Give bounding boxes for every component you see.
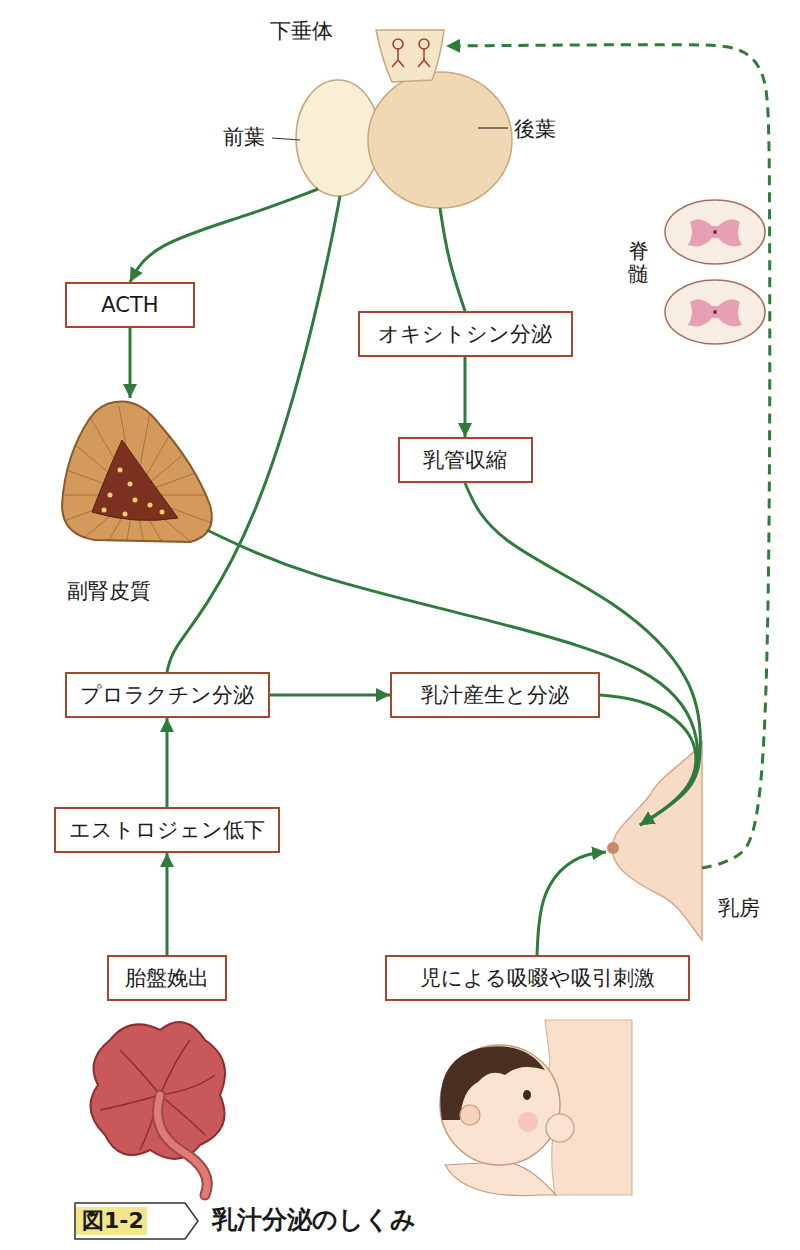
process-box: 乳管収縮 <box>398 437 533 483</box>
adrenal-illustration <box>123 512 128 517</box>
baby-illustration <box>440 1045 560 1165</box>
leader-line <box>478 127 508 128</box>
process-box: 胎盤娩出 <box>107 955 227 1001</box>
adrenal-illustration <box>108 493 113 498</box>
caption-holder: 乳汁分泌のしくみ <box>212 1204 416 1235</box>
figure-number: 図1-2 <box>82 1207 144 1235</box>
flow-arrow <box>207 530 697 825</box>
flow-arrow <box>537 852 606 955</box>
adrenal-illustration <box>128 482 133 487</box>
label-holder: 後葉 <box>514 116 556 142</box>
pituitary-illustration <box>419 39 429 49</box>
flow-arrow <box>465 483 700 825</box>
figure-number-badge <box>75 1203 198 1239</box>
part-label: 前葉 <box>223 124 265 150</box>
breast-illustration <box>607 742 702 940</box>
spinal-cord-illustration <box>713 310 717 314</box>
pituitary-illustration <box>392 49 430 67</box>
adrenal-figure: 副腎皮質 <box>55 398 220 608</box>
process-box: プロラクチン分泌 <box>65 672 270 718</box>
placenta-illustration <box>90 1022 225 1195</box>
box-text: 胎盤娩出 <box>125 965 209 991</box>
baby-illustration <box>460 1105 480 1125</box>
adrenal-illustration <box>102 508 107 513</box>
figure-number-badge <box>75 1207 147 1235</box>
baby-illustration <box>518 1112 538 1132</box>
adrenal-illustration <box>118 468 123 473</box>
adrenal-illustration <box>62 401 212 542</box>
breast-figure: 乳房 <box>600 740 702 940</box>
flow-arrow <box>130 189 318 282</box>
pituitary-illustration <box>393 39 403 49</box>
adrenal-illustration <box>92 440 178 520</box>
placenta-illustration <box>158 1095 208 1195</box>
figure-label: 下垂体 <box>270 18 333 44</box>
pituitary-illustration <box>376 30 444 82</box>
flow-arrow <box>600 695 696 825</box>
placenta-illustration <box>158 1095 208 1195</box>
adrenal-illustration <box>160 510 165 515</box>
flow-arrow <box>440 208 465 311</box>
box-text: ACTH <box>101 292 158 318</box>
pituitary-figure: 下垂体 <box>262 18 518 212</box>
part-label: 脊髄 <box>628 240 649 286</box>
leader-line <box>272 128 508 140</box>
label-holder: 前葉 <box>223 124 265 150</box>
breast-illustration <box>607 842 619 854</box>
box-text: 乳汁産生と分泌 <box>421 682 569 708</box>
label-holder: 脊髄 <box>628 240 649 286</box>
spinal-cord-illustration <box>665 200 765 344</box>
pituitary-illustration <box>368 72 512 208</box>
process-box: ACTH <box>65 282 195 328</box>
flow-arrow <box>166 718 169 807</box>
flow-arrow <box>270 694 391 697</box>
pituitary-illustration <box>296 30 512 208</box>
part-label: 後葉 <box>514 116 556 142</box>
leader-line <box>272 138 300 140</box>
flow-arrow <box>167 196 340 672</box>
flow-arrow <box>129 328 132 398</box>
box-text: エストロジェン低下 <box>69 817 265 843</box>
process-box: オキシトシン分泌 <box>358 311 573 357</box>
adrenal-illustration <box>133 498 138 503</box>
spinal-cord-illustration <box>713 230 717 234</box>
figure-number-badge <box>75 1203 198 1239</box>
spinal-cord-illustration <box>665 280 765 344</box>
breast-illustration <box>612 742 702 940</box>
figure-label: 副腎皮質 <box>67 578 151 604</box>
adrenal-illustration <box>45 406 225 584</box>
flow-arrow <box>166 853 169 955</box>
box-text: 乳管収縮 <box>423 447 507 473</box>
box-text: プロラクチン分泌 <box>80 682 254 708</box>
box-text: オキシトシン分泌 <box>378 321 552 347</box>
baby-illustration <box>445 1162 556 1196</box>
figure-label: 乳房 <box>718 895 760 921</box>
label-holder: 図1-2 <box>82 1207 144 1235</box>
box-text: 児による吸啜や吸引刺激 <box>420 965 655 991</box>
spinal-cord-illustration <box>665 200 765 264</box>
baby-illustration <box>440 1020 632 1196</box>
baby-illustration <box>546 1114 574 1142</box>
process-box: 乳汁産生と分泌 <box>390 672 600 718</box>
adrenal-illustration <box>148 503 153 508</box>
spinal-cord-illustration <box>688 219 742 246</box>
flow-arrow <box>464 357 467 437</box>
spinal-cord-illustration <box>688 299 742 326</box>
process-box: 児による吸啜や吸引刺激 <box>385 955 690 1001</box>
process-box: エストロジェン低下 <box>54 807 280 853</box>
adrenal-illustration <box>45 401 225 584</box>
baby-illustration <box>440 1046 545 1120</box>
caption: 乳汁分泌のしくみ <box>212 1204 416 1235</box>
baby-illustration <box>523 1090 531 1100</box>
